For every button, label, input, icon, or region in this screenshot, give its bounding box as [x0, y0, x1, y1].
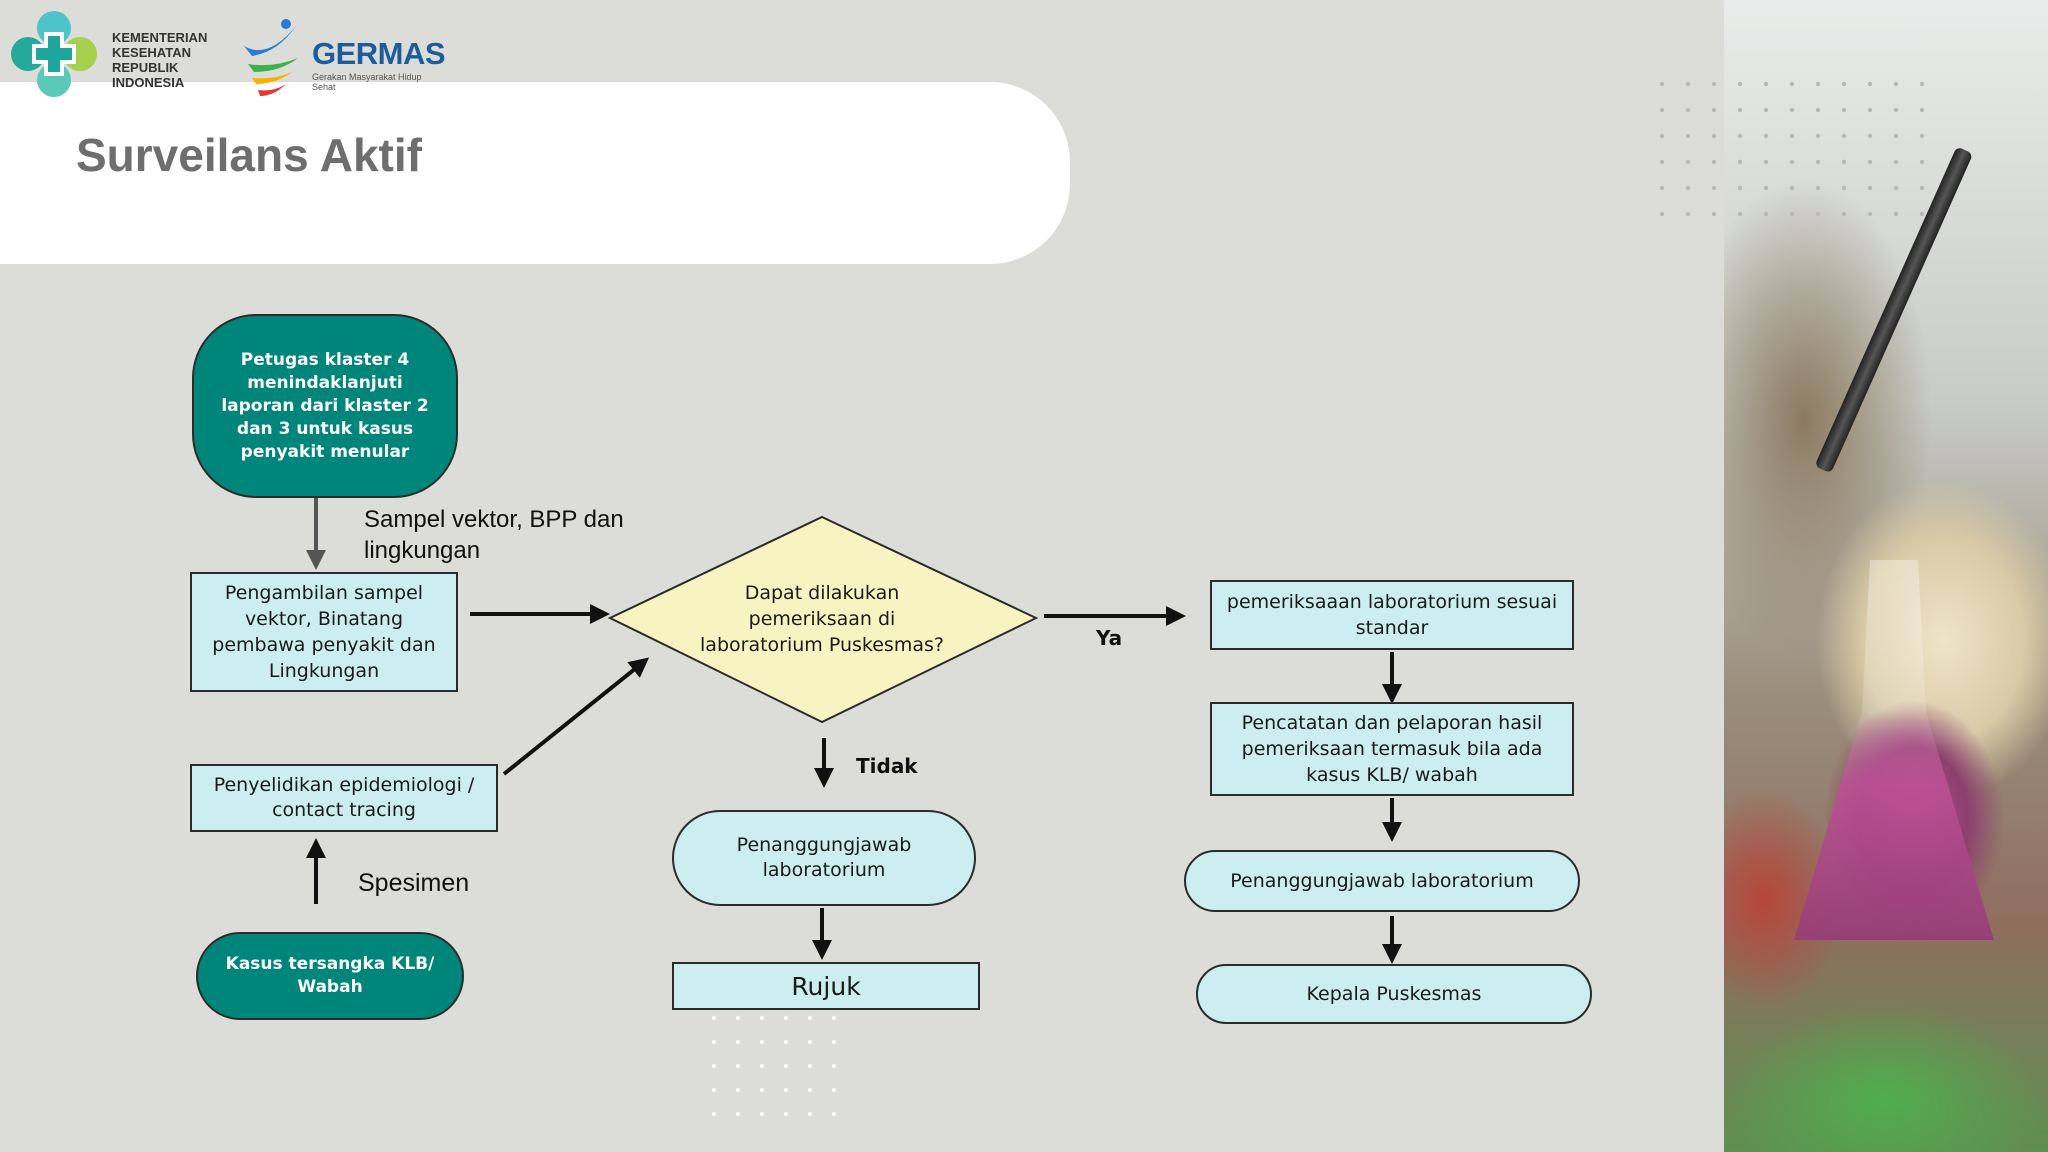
arrow-investigation-to-decision	[502, 657, 650, 776]
kemenkes-logo-text: KEMENTERIAN KESEHATAN REPUBLIK INDONESIA	[112, 30, 208, 90]
refer-text: Rujuk	[791, 971, 861, 1001]
germas-logo-icon	[244, 19, 298, 96]
yes-branch-responsible-text: Penanggungjawab laboratorium	[1230, 870, 1534, 892]
no-branch-responsible-node: Penanggungjawab laboratorium	[672, 810, 976, 906]
sample-label: Sampel vektor, BPP dan lingkungan	[364, 506, 624, 564]
suspect-case-node: Kasus tersangka KLB/ Wabah	[196, 932, 464, 1020]
decision-diamond	[607, 515, 1039, 724]
germas-subtitle: Gerakan Masyarakat Hidup Sehat	[312, 72, 422, 92]
start-node: Petugas klaster 4 menindaklanjuti lapora…	[192, 314, 458, 498]
suspect-case-text: Kasus tersangka KLB/ Wabah	[225, 954, 435, 997]
start-node-text: Petugas klaster 4 menindaklanjuti lapora…	[221, 349, 429, 462]
page-title: Surveilans Aktif	[76, 129, 422, 181]
no-branch-responsible-text: Penanggungjawab laboratorium	[736, 834, 912, 881]
specimen-label: Spesimen	[358, 869, 470, 897]
sampling-box: Pengambilan sampel vektor, Binatang pemb…	[190, 572, 458, 692]
refer-box: Rujuk	[672, 962, 980, 1010]
investigation-text: Penyelidikan epidemiologi / contact trac…	[213, 774, 475, 821]
sampling-text: Pengambilan sampel vektor, Binatang pemb…	[212, 582, 436, 682]
dot-grid-top-right	[1658, 80, 1928, 220]
no-label: Tidak	[856, 754, 918, 778]
recording-box: Pencatatan dan pelaporan hasil pemeriksa…	[1210, 702, 1574, 796]
yes-branch-responsible-node: Penanggungjawab laboratorium	[1184, 850, 1580, 912]
dot-grid-bottom	[710, 1014, 850, 1134]
decision-text-wrap: Dapat dilakukan pemeriksaan di laborator…	[700, 564, 944, 674]
head-node: Kepala Puskesmas	[1196, 964, 1592, 1024]
standard-exam-box: pemeriksaaan laboratorium sesuai standar	[1210, 580, 1574, 650]
standard-exam-text: pemeriksaaan laboratorium sesuai standar	[1226, 591, 1558, 639]
head-text: Kepala Puskesmas	[1306, 983, 1482, 1005]
decision-text: Dapat dilakukan pemeriksaan di laborator…	[700, 582, 944, 656]
title-banner	[0, 82, 1070, 264]
investigation-box: Penyelidikan epidemiologi / contact trac…	[190, 764, 498, 832]
yes-label: Ya	[1096, 626, 1123, 650]
germas-title: GERMAS	[312, 36, 446, 71]
logo-area: KEMENTERIAN KESEHATAN REPUBLIK INDONESIA…	[8, 8, 468, 100]
recording-text: Pencatatan dan pelaporan hasil pemeriksa…	[1241, 712, 1543, 786]
kemenkes-logo-icon	[11, 11, 97, 97]
